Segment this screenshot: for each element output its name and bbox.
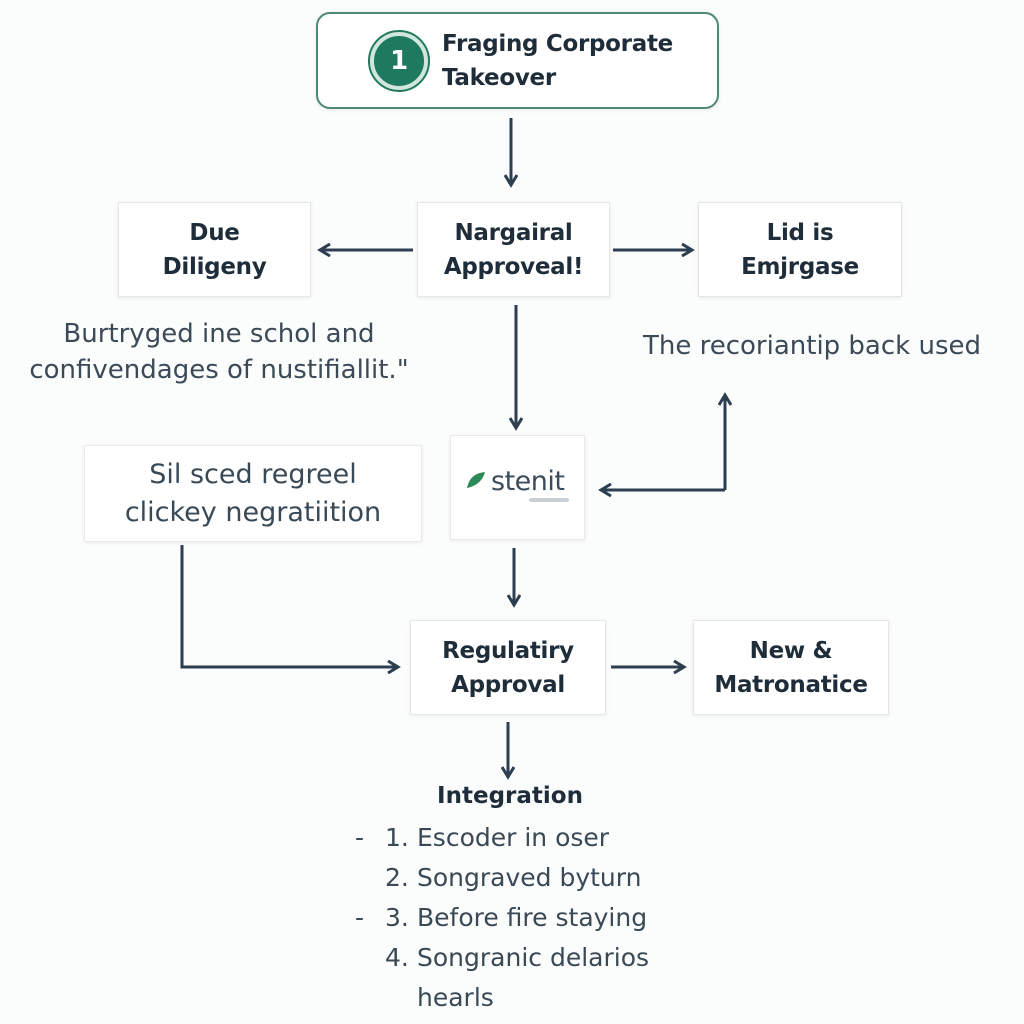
logo-node: stenit bbox=[450, 435, 585, 540]
logo-tagline-bar bbox=[529, 498, 569, 502]
list-bullet: - bbox=[355, 823, 365, 852]
start-label: Fraging Corporate Takeover bbox=[442, 30, 673, 91]
list-item: 4. Songranic delarios hearls bbox=[355, 938, 649, 1018]
list-bullet bbox=[355, 858, 385, 898]
list-number: 3. bbox=[385, 903, 409, 932]
list-text: Songraved byturn bbox=[417, 863, 642, 892]
new-node: New & Matronatice bbox=[693, 620, 889, 715]
list-number: 4. bbox=[385, 943, 409, 972]
integration-title: Integration bbox=[437, 783, 583, 809]
list-number: 2. bbox=[385, 863, 409, 892]
regulatory-node: Regulatiry Approval bbox=[410, 620, 606, 715]
new-label: New & Matronatice bbox=[714, 637, 868, 698]
right-note: The recoriantip back used bbox=[642, 331, 982, 361]
leaf-icon bbox=[467, 472, 485, 488]
negotiation-node: Sil sced regreel clickey negratiition bbox=[84, 445, 422, 542]
due-diligence-node: Due Diligeny bbox=[118, 202, 311, 297]
integration-list: - 1. Escoder in oser 2. Songraved byturn… bbox=[355, 818, 649, 1018]
lid-node: Lid is Emjrgase bbox=[698, 202, 902, 297]
arrow-negotiation-to-regulatory bbox=[180, 545, 398, 667]
list-number: 1. bbox=[385, 823, 409, 852]
list-item: - 1. Escoder in oser bbox=[355, 818, 649, 858]
start-node: 1 Fraging Corporate Takeover bbox=[316, 12, 719, 109]
list-text: Escoder in oser bbox=[417, 823, 610, 852]
list-item: - 3. Before fire staying bbox=[355, 898, 649, 938]
regulatory-label: Regulatiry Approval bbox=[442, 637, 574, 698]
left-note: Burtryged ine schol and confivendages of… bbox=[29, 319, 409, 385]
list-bullet bbox=[355, 938, 385, 1018]
list-text: Before fire staying bbox=[417, 903, 648, 932]
approval-node: Nargairal Approveal! bbox=[417, 202, 610, 297]
lid-label: Lid is Emjrgase bbox=[741, 219, 859, 280]
list-item: 2. Songraved byturn bbox=[355, 858, 649, 898]
approval-label: Nargairal Approveal! bbox=[443, 219, 584, 280]
list-text: Songranic delarios hearls bbox=[417, 943, 650, 1012]
due-diligence-label: Due Diligeny bbox=[162, 219, 267, 280]
logo-text: stenit bbox=[491, 466, 565, 497]
step-badge: 1 bbox=[368, 29, 430, 92]
list-bullet: - bbox=[355, 903, 365, 932]
